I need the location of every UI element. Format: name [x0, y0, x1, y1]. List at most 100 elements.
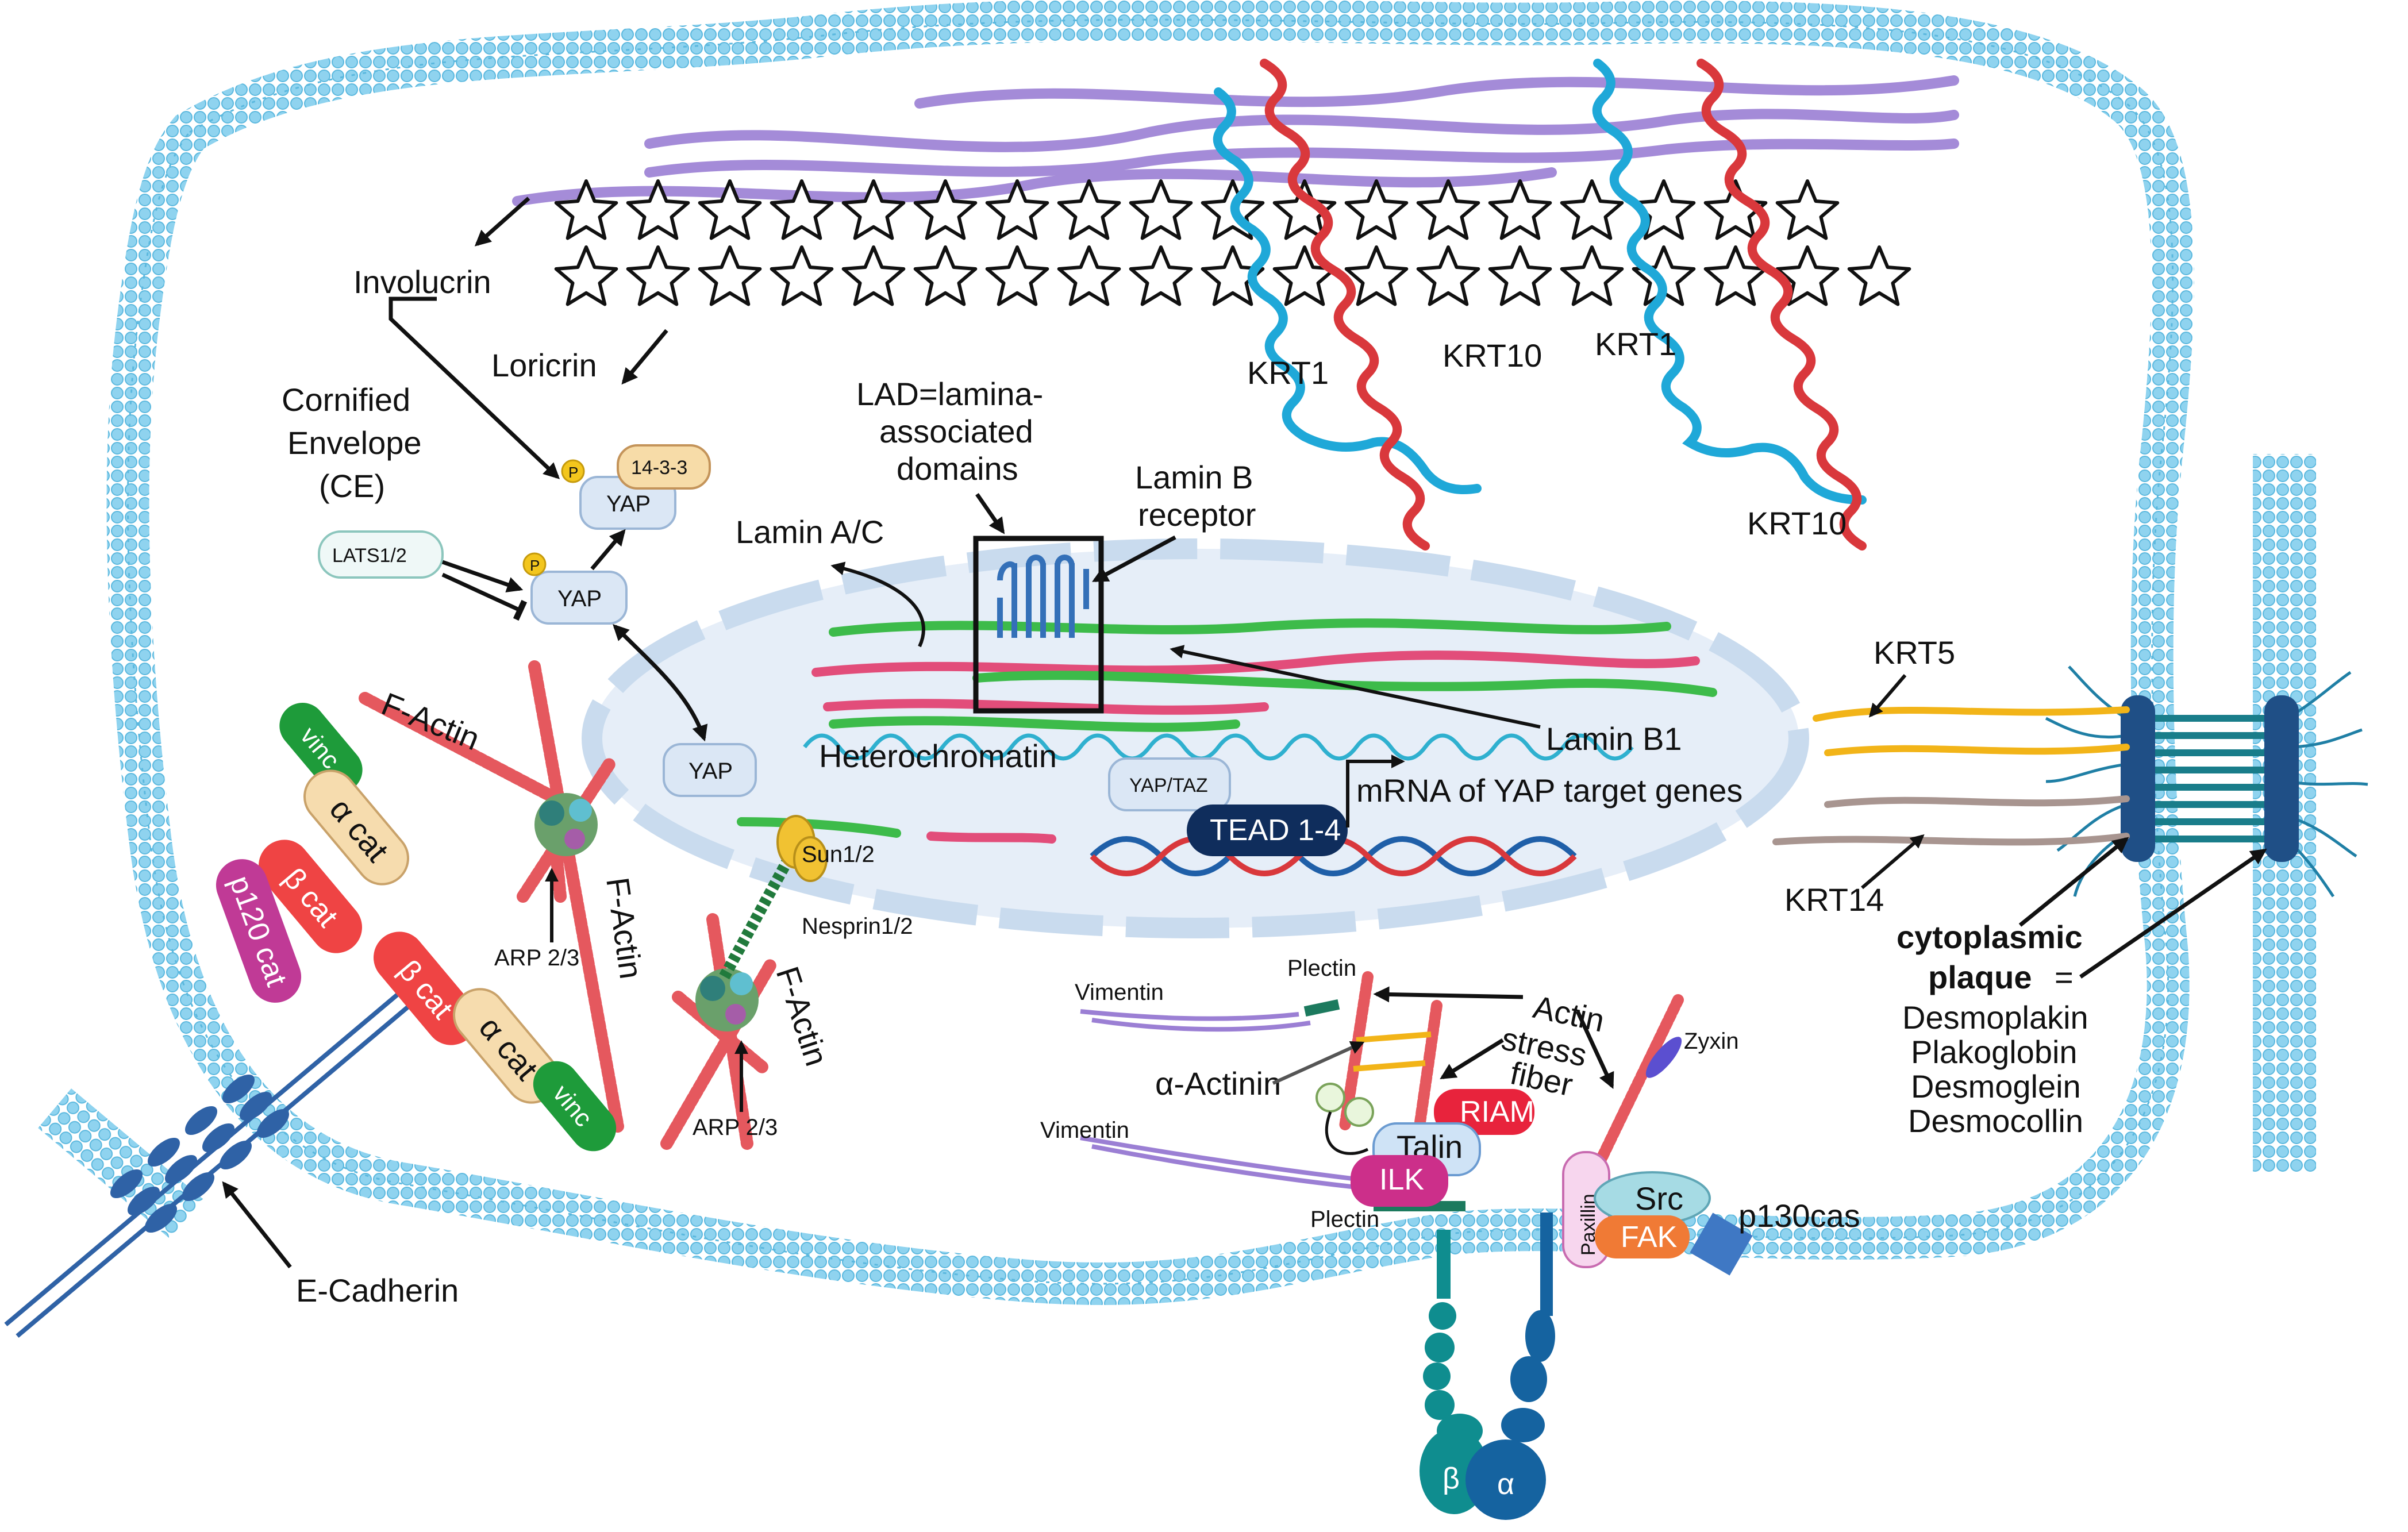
- loricrin-star: [698, 179, 762, 240]
- loricrin-star: [1703, 179, 1768, 240]
- loricrin-star: [1344, 245, 1409, 306]
- sun-label: Sun1/2: [802, 842, 875, 867]
- fak-box: [1595, 1215, 1690, 1258]
- desmocollin-label: Desmocollin: [1908, 1103, 2083, 1139]
- desmosome: [2045, 665, 2368, 898]
- integrin-alpha: [1465, 1212, 1555, 1520]
- e-cadherin-repeats: [110, 1074, 290, 1233]
- keratin-helices: [1213, 59, 1867, 551]
- loricrin-star: [1488, 245, 1552, 306]
- yap-nuclear: [663, 743, 757, 797]
- involucrin-label: Involucrin: [353, 264, 491, 300]
- loricrin-star: [1272, 179, 1337, 240]
- protein-1433-label: 14-3-3: [631, 457, 687, 479]
- membrane-inner-line: [127, 18, 2174, 1285]
- lamin-ac-fiber: [829, 618, 1671, 637]
- lamin-ac-label: Lamin A/C: [736, 514, 884, 550]
- e-cadherin-repeat: [182, 1172, 215, 1202]
- cell-membrane: [38, 0, 2316, 1305]
- ce-label-line1: Cornified: [282, 382, 410, 418]
- desmosome-plaque-left: [2121, 695, 2155, 862]
- zyxin-label: Zyxin: [1684, 1029, 1739, 1054]
- fak-label: FAK: [1621, 1221, 1678, 1254]
- f-actin-label-1: F-Actin: [377, 686, 485, 757]
- loricrin-star: [1560, 179, 1624, 240]
- vimentin-label-2: Vimentin: [1040, 1118, 1129, 1143]
- riam-label: RIAM: [1460, 1095, 1534, 1129]
- e-cadherin-repeat: [144, 1203, 178, 1233]
- lamin-b1-fiber: [811, 650, 1700, 677]
- yap-taz-label: YAP/TAZ: [1129, 775, 1208, 796]
- e-cadherin-repeat: [239, 1091, 272, 1121]
- lamin-b1-label: Lamin B1: [1546, 721, 1682, 757]
- krt10-helix-a: [1260, 59, 1430, 551]
- ilk-box: [1351, 1155, 1448, 1207]
- e-cadherin-repeat: [110, 1169, 143, 1199]
- phospho-badge-2-label: P: [530, 557, 540, 574]
- f-actin-network: [359, 660, 776, 1150]
- mrna-label: mRNA of YAP target genes: [1356, 772, 1742, 809]
- arp23-label-2: ARP 2/3: [693, 1115, 778, 1140]
- plaque-label-bold-2: plaque: [1928, 959, 2032, 995]
- loricrin-star: [1416, 179, 1480, 240]
- loricrin-star: [841, 245, 906, 306]
- phospho-badge-1-label: P: [568, 464, 578, 481]
- nucleus: YAP/TAZ TEAD 1-4 mRNA of YAP target gene…: [582, 536, 1809, 938]
- arrow-to-loricrin: [621, 329, 668, 385]
- involucrin-fibers: [512, 75, 1959, 206]
- f-actin-label-3: F-Actin: [770, 962, 836, 1070]
- beta-catenin-1: β cat: [259, 840, 362, 953]
- nesprin-label: Nesprin1/2: [802, 914, 913, 939]
- lamin-b-receptor-line1: Lamin B: [1135, 459, 1253, 495]
- phospho-badge-2: [522, 552, 547, 576]
- krt5-label: KRT5: [1874, 634, 1955, 671]
- vinc-2: vinc: [533, 1061, 617, 1152]
- loricrin-star: [913, 245, 978, 306]
- krt14-filament-1: [1824, 795, 2130, 808]
- plectin-label-2: Plectin: [1310, 1207, 1379, 1232]
- yap-top-label: YAP: [606, 491, 651, 517]
- e-cadherin-repeat: [147, 1137, 180, 1167]
- loricrin-star: [626, 245, 690, 306]
- f-actin-label-2: F-Actin: [599, 875, 649, 981]
- loricrin-star: [1847, 245, 1911, 306]
- loricrin-star: [1129, 245, 1193, 306]
- linc-complex: [719, 815, 828, 980]
- arp23-label-1: ARP 2/3: [494, 945, 579, 971]
- lad-label-line1: LAD=lamina-: [856, 376, 1043, 412]
- integrin-alpha-label: α: [1497, 1468, 1514, 1501]
- e-cadherin-repeat: [184, 1106, 218, 1135]
- krt10-helix-b: [1697, 59, 1867, 551]
- loricrin-star: [554, 179, 618, 240]
- e-cadherin-repeat: [222, 1074, 255, 1104]
- loricrin-stars: [554, 179, 1911, 306]
- lad-box: [973, 536, 1104, 714]
- lad-label-line2: associated: [879, 413, 1033, 449]
- plakoglobin-label: Plakoglobin: [1911, 1034, 2078, 1070]
- loricrin-star: [770, 245, 834, 306]
- arp23-complexes: [534, 793, 759, 1031]
- neighbor-membrane-left: [38, 1088, 203, 1239]
- loricrin-star: [1272, 245, 1337, 306]
- loricrin-star: [698, 245, 762, 306]
- krt14-filament-2: [1772, 833, 2130, 846]
- tead-label: TEAD 1-4: [1210, 814, 1341, 847]
- lad-label-line3: domains: [897, 451, 1018, 487]
- krt10-label-a: KRT10: [1443, 337, 1542, 374]
- protein-1433: [617, 444, 711, 490]
- e-cadherin-label: E-Cadherin: [296, 1272, 459, 1308]
- krt14-label: KRT14: [1784, 882, 1884, 918]
- alpha-actinin-crosslinks: [1353, 1031, 1432, 1072]
- lats-box: [318, 530, 444, 579]
- plectin-bar-1: [1303, 999, 1340, 1017]
- keratin-5-14-filaments: [1772, 706, 2130, 846]
- e-cadherin-repeat: [219, 1140, 252, 1170]
- ilk-label: ILK: [1379, 1163, 1424, 1196]
- loricrin-star: [1775, 179, 1840, 240]
- plaque-label-bold-1: cytoplasmic: [1897, 919, 2083, 955]
- transcription-arrow: [1346, 755, 1405, 827]
- lamin-fibers: [737, 618, 1717, 844]
- loricrin-star: [985, 245, 1049, 306]
- loricrin-star: [985, 179, 1049, 240]
